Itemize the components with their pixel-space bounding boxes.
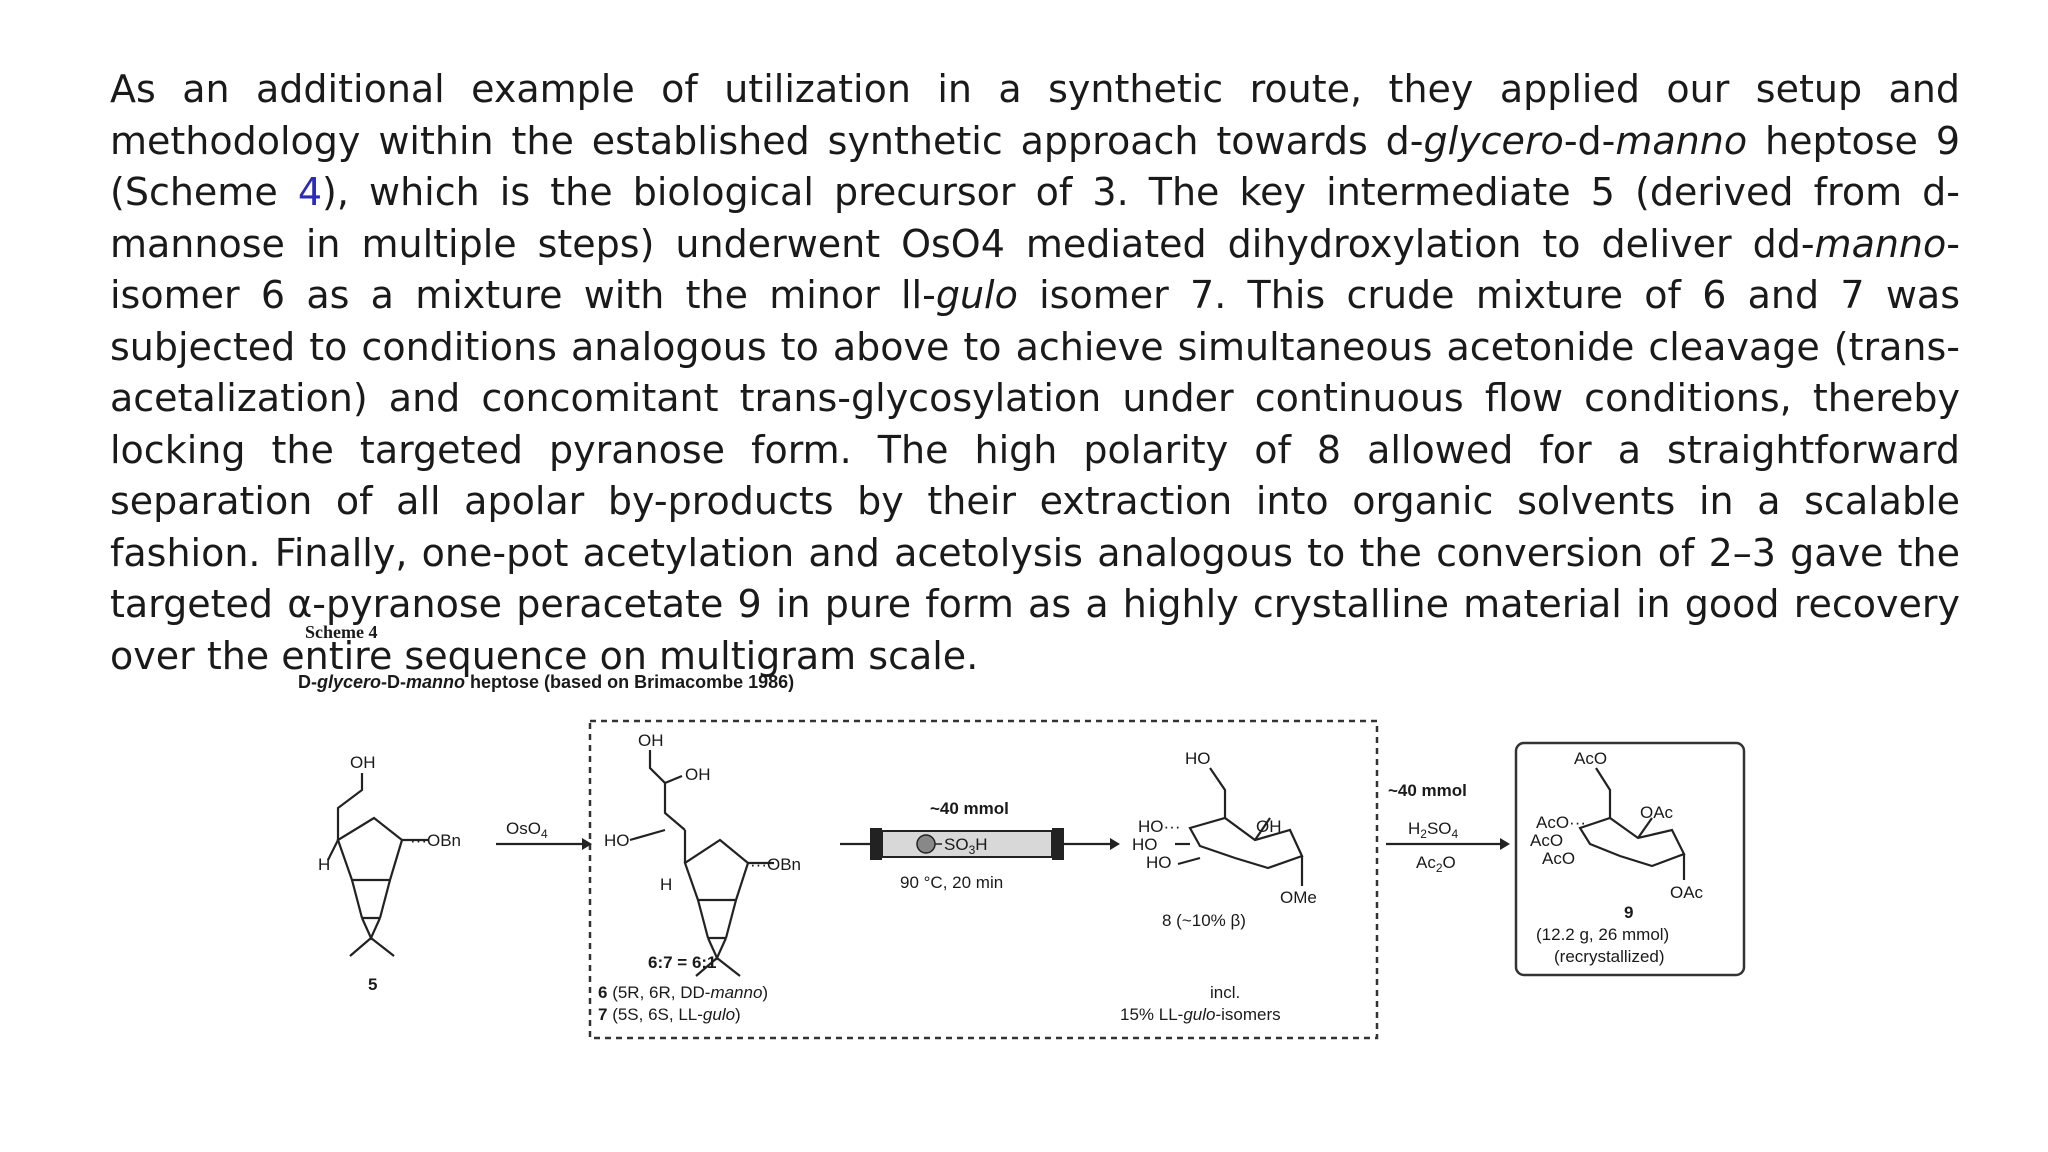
cmpd9-aco2: AcO [1530,831,1563,850]
cmpd8-ho-top: HO [1185,749,1211,768]
scheme-link[interactable]: 4 [297,170,322,214]
cmpd67-h: H [660,875,672,894]
cmpd67-oh2: OH [685,765,711,784]
flow-reactor [840,828,1120,860]
text-run: As an additional example of utilization … [110,67,1960,163]
cmpd9-aco1: AcO··· [1536,813,1586,832]
compound-ref: 9 [737,582,762,626]
cmpd67-obn: ···OBn [750,855,801,874]
cmpd9-note: (recrystallized) [1554,947,1665,966]
text-run: -isomer [110,221,1960,318]
cmpd9-label: 9 [1624,903,1633,922]
compound-ref: 7 [1840,273,1865,317]
compound-5-structure [327,773,428,957]
text-run: allowed for a straightforward separation… [110,427,1960,575]
compound-ref: 7 [1190,273,1215,317]
text-run: gave the targeted α-pyranose peracetate [110,530,1961,627]
scheme-title: D-glycero-D-manno heptose (based on Brim… [298,672,794,692]
text-run: isomer [1017,273,1191,317]
cmpd6-descriptor: 6 (5R, 6R, DD-manno) [598,983,768,1002]
cmpd9-aco-top: AcO [1574,749,1607,768]
cmpd9-oac1: OAc [1640,803,1674,822]
flow-reagent: SO3H [944,835,988,857]
cmpd8-note1: incl. [1210,983,1240,1002]
cmpd8-ho2: HO [1132,835,1158,854]
text-run-italic: gulo [935,273,1018,317]
reaction-scheme-figure: Scheme 4 D-glycero-D-manno heptose (base… [298,622,1746,1040]
cmpd67-oh-top: OH [638,731,664,750]
arrow1-reagent: OsO4 [506,819,548,841]
compound-ref: 3 [1751,530,1776,575]
compound-ref: 6 [1702,273,1727,317]
cmpd8-ho3: HO [1146,853,1172,872]
compound-ref: 6 [260,273,286,317]
text-run: in pure form as a highly crystalline mat… [110,582,1960,678]
cmpd5-h-label: H [318,855,330,874]
text-run: . This crude mixture of [1214,273,1703,317]
text-run: (derived from d-mannose in multiple step… [110,170,1961,266]
text-run-italic: manno [1814,221,1947,266]
cmpd5-label: 5 [368,975,377,994]
compound-8-structure [1175,767,1304,886]
compound-ref: 5 [1590,170,1615,214]
text-run: (Scheme [110,170,298,214]
cmpd8-oh: OH [1256,817,1282,836]
scheme-label: Scheme 4 [305,622,377,642]
cmpd67-ho: HO [604,831,630,850]
cmpd9-oac2: OAc [1670,883,1704,902]
arrow2-scale: ~40 mmol [1388,781,1467,800]
cmpd9-yield: (12.2 g, 26 mmol) [1536,925,1669,944]
text-run: and [1726,273,1841,317]
cmpd5-oh-label: OH [350,753,376,772]
text-run: . The key intermediate [1116,170,1591,214]
cmpd8-ho1: HO··· [1138,817,1180,836]
compound-ref: 9 [1935,118,1961,163]
compound-ref: 8 [1316,427,1342,472]
arrow2-reagent1: H2SO4 [1408,819,1459,841]
dashed-process-box [588,719,1379,1040]
compound-ref: 2 [1708,530,1733,575]
text-run: -d- [1563,118,1616,163]
cmpd5-obn-label: ···OBn [410,831,461,850]
arrow2-reagent2: Ac2O [1416,853,1456,875]
flow-scale: ~40 mmol [930,799,1009,818]
text-run-italic: glycero [1423,118,1564,163]
text-run: was subjected to conditions analogous to… [110,273,1961,472]
text-run: heptose [1747,118,1936,163]
text-run-italic: manno [1615,118,1748,163]
arrow-acetolysis [1386,838,1510,850]
compound-9-structure [1578,767,1686,880]
flow-conditions: 90 °C, 20 min [900,873,1003,892]
resin-bead-icon [916,834,936,854]
cmpd9-aco3: AcO [1542,849,1575,868]
text-run: as a mixture with the minor ll- [285,273,936,317]
arrow-osO4 [496,838,592,850]
compound-6-7-structure [629,750,774,977]
text-run: ), which is the biological precursor of [322,170,1093,214]
compound-ref: 3 [1092,170,1117,214]
cmpd8-ome: OMe [1280,888,1317,907]
ratio-6-7: 6:7 = 6:1 [648,953,717,972]
cmpd8-note2: 15% LL-gulo-isomers [1120,1005,1281,1024]
product-box [1514,741,1746,977]
cmpd8-label: 8 (~10% β) [1162,911,1246,930]
text-run: – [1732,530,1752,575]
body-paragraph: As an additional example of utilization … [110,64,1960,682]
cmpd7-descriptor: 7 (5S, 6S, LL-gulo) [598,1005,741,1024]
